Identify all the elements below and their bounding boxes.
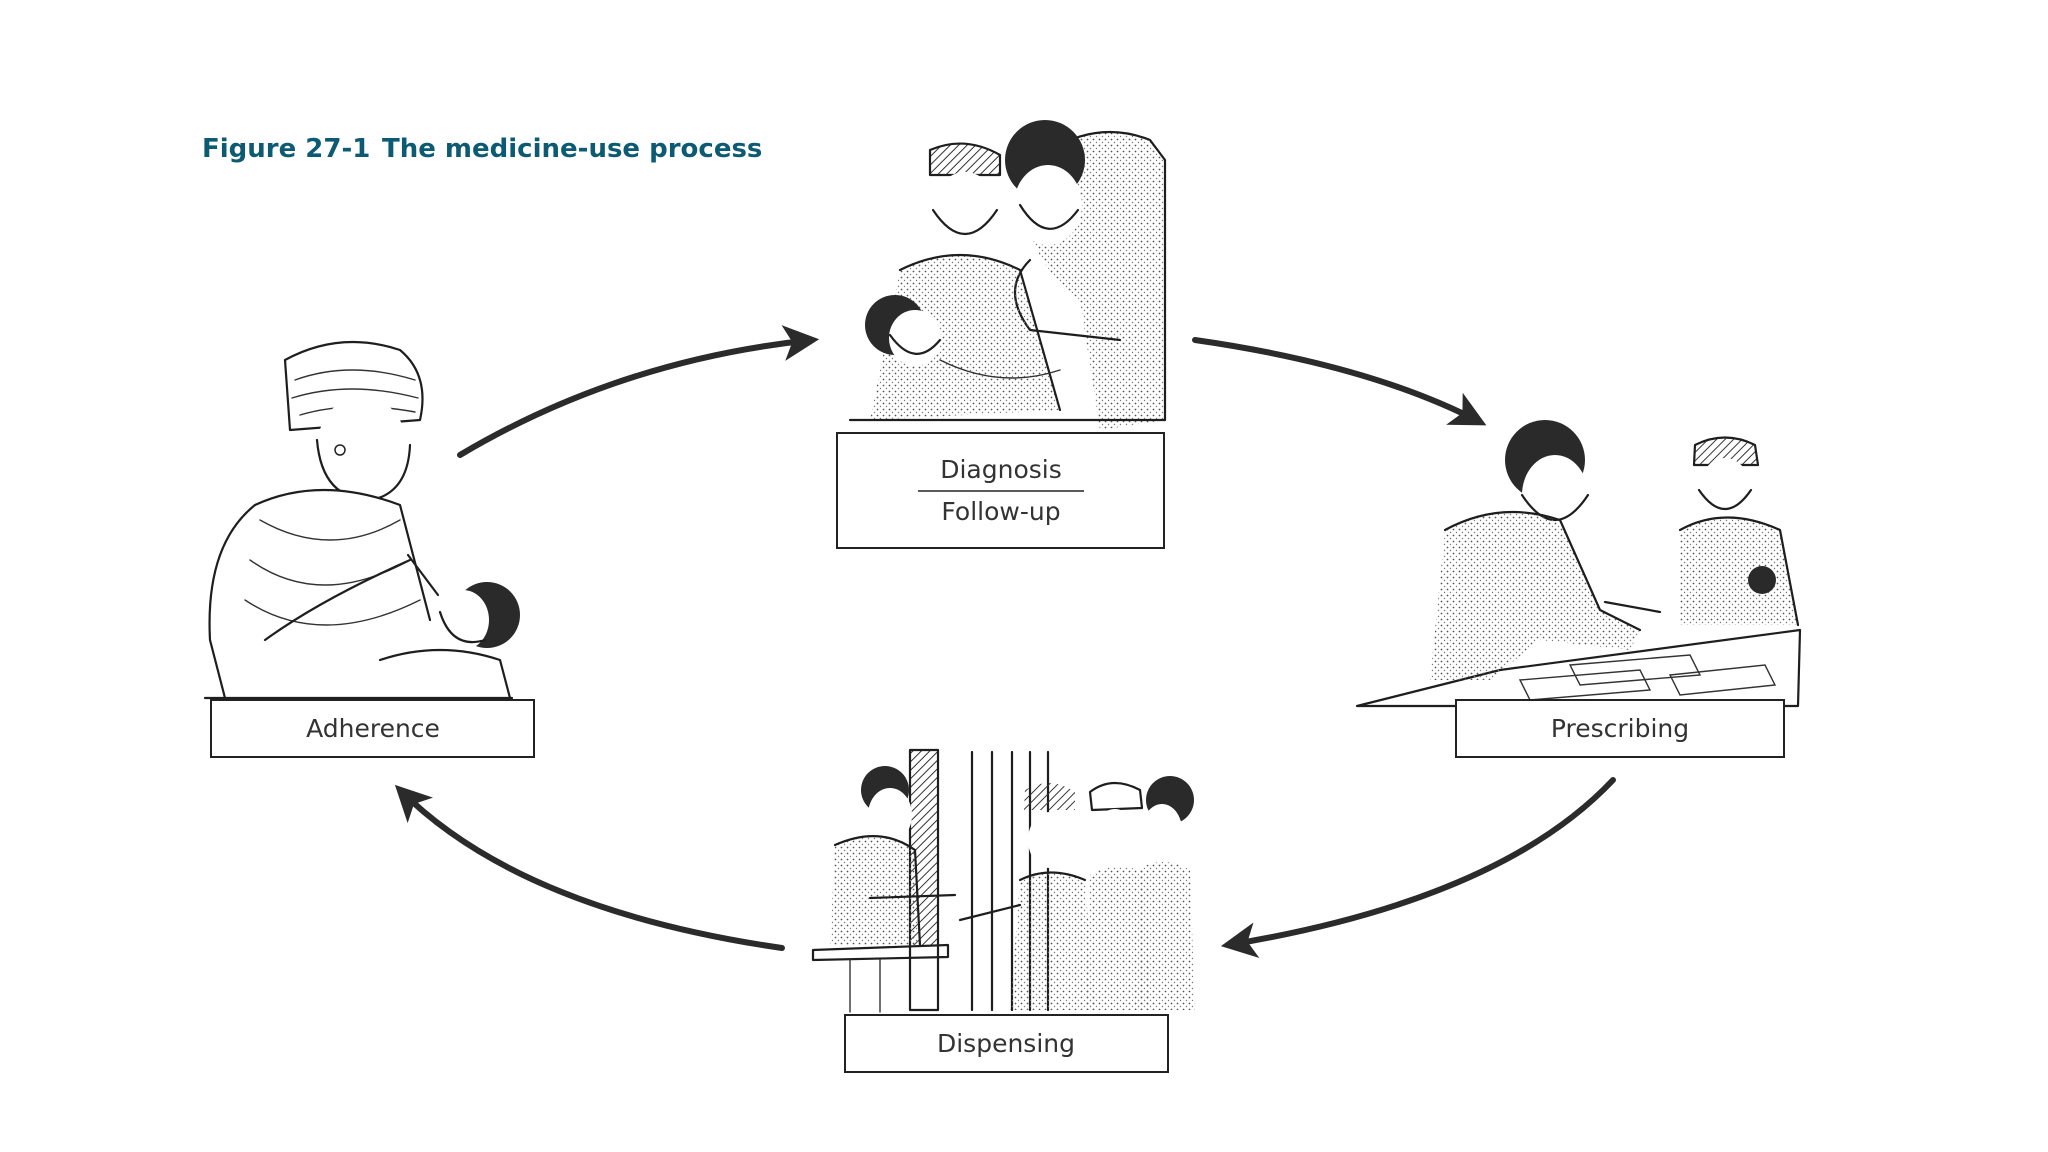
prescribing-illustration: [1355, 420, 1802, 708]
arrow-diagnosis-to-prescribing: [1192, 337, 1487, 426]
follow-up-label: Follow-up: [941, 497, 1060, 526]
dispensing-illustration: [811, 748, 1195, 1013]
adherence-box: [210, 699, 535, 758]
dispensing-label: Dispensing: [937, 1029, 1075, 1058]
prescribing-label: Prescribing: [1551, 714, 1689, 743]
dispensing-box: [844, 1014, 1169, 1073]
diagnosis-illustration: [848, 120, 1167, 430]
figure-number: Figure 27-1: [202, 134, 370, 164]
adherence-illustration: [203, 340, 520, 700]
arrow-prescribing-to-dispensing: [1220, 777, 1616, 959]
arrow-dispensing-to-adherence: [394, 784, 785, 951]
prescribing-box: [1455, 699, 1785, 758]
arrow-adherence-to-diagnosis: [457, 325, 820, 458]
diagnosis-label: Diagnosis: [940, 455, 1062, 484]
adherence-label: Adherence: [306, 714, 440, 743]
figure-title: The medicine-use process: [382, 134, 762, 164]
